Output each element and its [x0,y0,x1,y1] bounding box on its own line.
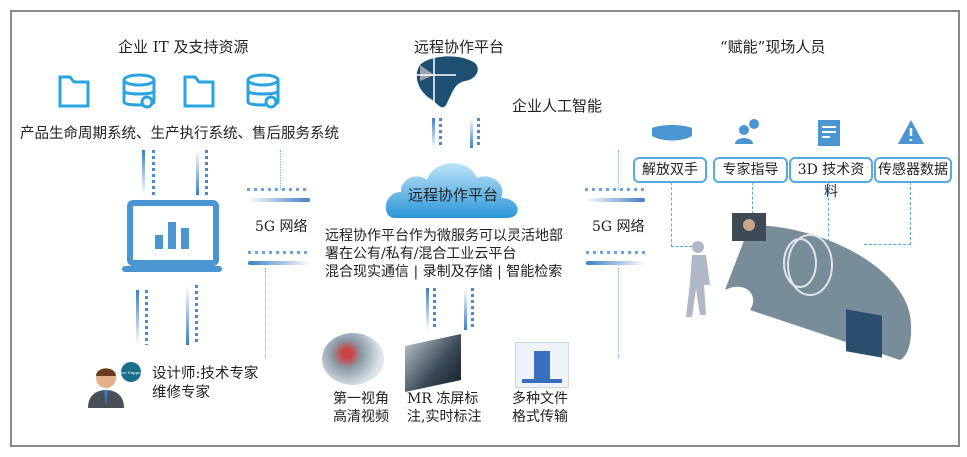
folder-icon [58,75,90,108]
expert-label-1: 设计师:技术专家 [152,366,259,382]
document-edit-icon [818,120,840,146]
mr-headset-icon [652,125,692,141]
connector [205,150,208,195]
connector [247,198,310,202]
desc-line: 远程协作平台作为微服务可以灵活地部 [325,228,563,244]
network-label-left: 5G 网络 [255,219,308,235]
frame-border [10,10,960,447]
desc-line: 混合现实通信 | 录制及存储 | 智能检索 [325,264,563,280]
desc-line: 署在公有/私有/混合工业云平台 [325,246,517,262]
feature-line: 注,实时标注 [407,409,482,425]
feature-annotation: MR 冻屏标注,实时标注 [407,390,481,426]
connector [618,268,619,358]
systems-label: 产品生命周期系统、生产执行系统、售后服务系统 [20,126,339,142]
connector [752,182,753,214]
connector [152,150,155,195]
cloud-icon [385,163,518,218]
connector [477,118,480,148]
benefit-icons [652,119,924,146]
connector [248,251,311,254]
mr-scene-illustration [686,213,912,360]
worker-figure [686,241,710,317]
connector [432,118,435,148]
feature-files: 多种文件格式传输 [512,390,568,426]
cloud-label: 远程协作平台 [408,186,499,204]
connector [196,150,199,195]
connector [470,118,473,148]
platform-description: 远程协作平台作为微服务可以灵活地部 署在公有/私有/混合工业云平台 混合现实通信… [325,227,563,281]
feature-line: MR 冻屏标 [407,391,479,407]
network-label-right: 5G 网络 [592,219,645,235]
platform-title: 远程协作平台 [414,38,505,56]
connector [586,251,646,254]
tag-expert-guidance: 专家指导 [713,157,788,183]
first-person-video-image [322,333,384,385]
feature-video: 第一视角高清视频 [333,390,389,426]
database-icon [122,73,156,109]
laptop-chart-icon [122,200,222,272]
resource-icons [58,73,280,109]
connector [247,188,310,191]
connector [585,198,645,202]
connector [471,288,474,330]
expert-label-2: 维修专家 [152,385,210,401]
connector [195,285,198,345]
platform-logo [416,56,478,108]
connector [426,288,429,330]
feature-line: 高清视频 [333,409,389,425]
tag-sensor-data: 传感器数据 [874,157,952,183]
connector [280,150,281,190]
connector [433,288,436,330]
connector [464,288,467,330]
expert-question-icon [735,119,759,144]
connector [439,118,442,148]
connector [186,285,189,345]
connector [864,182,911,245]
support-agent-icon: Live Support [88,362,145,408]
connector [248,261,311,265]
bubble-text: Live Support [118,370,145,375]
connector [618,150,619,190]
warning-icon [898,120,924,144]
file-transfer-image [515,342,569,388]
enterprise-it-title: 企业 IT 及支持资源 [118,38,249,56]
field-staff-title: “赋能”现场人员 [720,38,826,56]
folder-icon [183,75,215,108]
connector [145,290,148,345]
connector [671,182,692,247]
connector [265,268,266,358]
feature-line: 第一视角 [333,391,389,407]
connector [586,261,646,265]
enterprise-ai-label: 企业人工智能 [512,97,603,115]
tag-hands-free: 解放双手 [633,157,707,183]
database-icon [246,73,280,109]
connector [136,290,139,345]
tag-3d-docs: 3D 技术资料 [789,157,873,200]
sensor-panel [846,309,882,358]
connector [142,150,145,195]
feature-line: 多种文件 [512,391,568,407]
connector [585,188,645,191]
feature-line: 格式传输 [512,409,568,425]
connector [828,182,829,252]
